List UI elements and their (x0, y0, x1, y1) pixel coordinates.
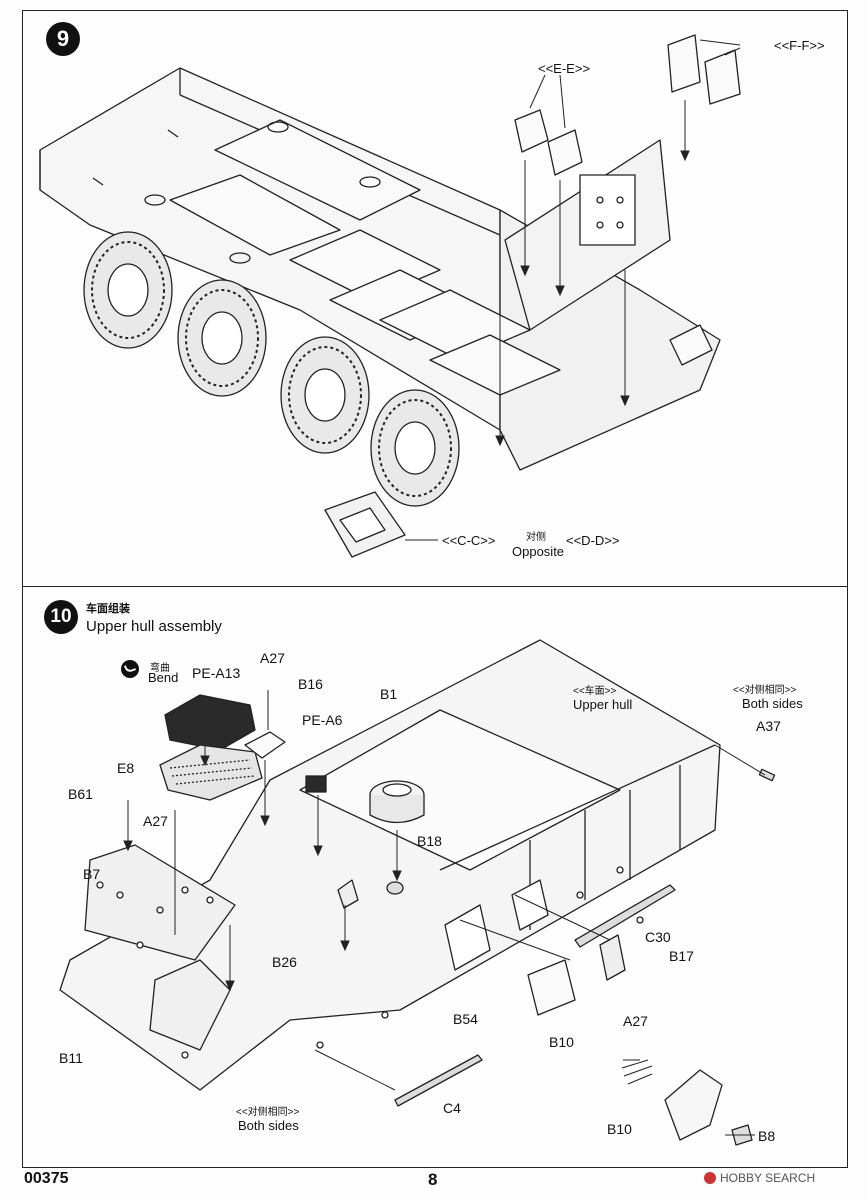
part-b10-mid: B10 (549, 1034, 574, 1050)
part-b18: B18 (417, 833, 442, 849)
part-a27-top: A27 (260, 650, 285, 666)
step9-badge: 9 (46, 22, 80, 56)
front-plate-b11 (149, 959, 231, 1051)
part-a27-right: A27 (623, 1013, 648, 1029)
part-pe-a6: PE-A6 (302, 712, 343, 728)
e8-cover (159, 744, 263, 801)
b10-bottom (664, 1069, 723, 1141)
watermark: HOBBY SEARCH (704, 1171, 815, 1185)
part-b7: B7 (83, 866, 101, 882)
page-frame (22, 10, 848, 1168)
step10-title-cn: 车面组装 (86, 603, 130, 615)
part-b8: B8 (758, 1128, 776, 1144)
label-d-d: <<D-D>> (566, 533, 620, 548)
both-sides-label-cn: <<对侧相同>> (733, 685, 797, 696)
pe-a6-mesh (305, 775, 327, 793)
label-opposite-cn: 对侧 (526, 532, 546, 543)
part-b16: B16 (298, 676, 323, 692)
step9-number: 9 (56, 26, 70, 51)
label-f-f: <<F-F>> (774, 38, 825, 53)
part-b11: B11 (59, 1050, 83, 1066)
label-c-c: <<C-C>> (442, 533, 496, 548)
bend-label-en: Bend (148, 670, 179, 685)
both-sides-label-en: Both sides (742, 696, 803, 711)
upper-hull-label-cn: <<车面>> (573, 686, 617, 697)
part-b17: B17 (669, 948, 694, 964)
part-c30: C30 (645, 929, 671, 945)
step-divider (22, 586, 848, 587)
label-e-e: <<E-E>> (538, 61, 591, 76)
part-b10-bottom: B10 (607, 1121, 632, 1137)
step10-title-en: Upper hull assembly (86, 618, 222, 635)
part-pe-a13: PE-A13 (192, 665, 241, 681)
both-sides-2-label-cn: <<对侧相同>> (236, 1107, 300, 1118)
part-b54: B54 (453, 1011, 478, 1027)
part-b26: B26 (272, 954, 297, 970)
part-c4: C4 (443, 1100, 461, 1116)
step10-number: 10 (50, 606, 72, 627)
watermark-logo-icon (704, 1172, 716, 1184)
part-b61: B61 (68, 786, 93, 802)
part-e8: E8 (117, 760, 135, 776)
page-number: 8 (428, 1170, 438, 1189)
upper-hull-label-en: Upper hull (573, 697, 633, 712)
part-a37: A37 (756, 718, 781, 734)
label-opposite-en: Opposite (512, 544, 565, 559)
step10-badge: 10 (44, 600, 78, 634)
watermark-text: HOBBY SEARCH (720, 1171, 816, 1185)
product-code: 00375 (24, 1170, 69, 1187)
pe-a13-mesh (164, 694, 256, 751)
bend-label-cn: 弯曲 (150, 663, 170, 674)
bend-icon (121, 660, 139, 678)
part-a27-mid: A27 (143, 813, 168, 829)
both-sides-2-label-en: Both sides (238, 1118, 299, 1133)
part-b1: B1 (380, 686, 398, 702)
